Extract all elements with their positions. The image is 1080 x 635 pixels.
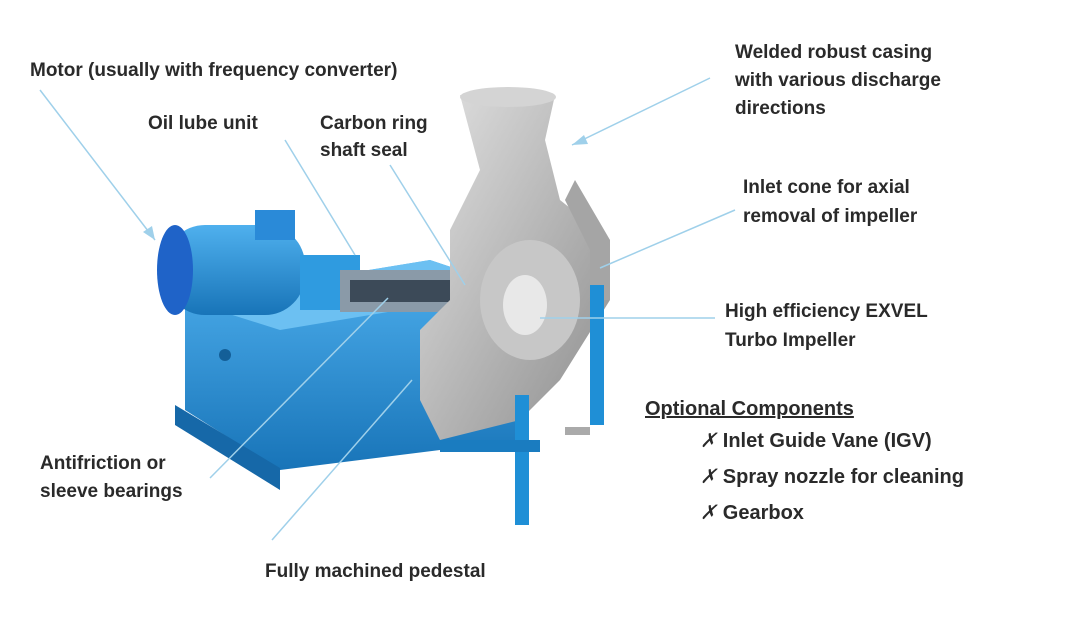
label-line: Carbon ring [320,113,428,134]
optional-components: Optional Components ✗Inlet Guide Vane (I… [645,396,964,531]
label-line: with various discharge [735,70,941,91]
label-line: removal of impeller [743,206,918,227]
optional-item-label: Inlet Guide Vane (IGV) [722,430,932,452]
x-mark-icon: ✗ [700,466,717,488]
label-pedestal: Fully machined pedestal [265,561,486,582]
leader-arrowheads [143,135,588,240]
motor [157,210,360,315]
label-line: High efficiency EXVEL [725,301,928,322]
optional-item: ✗Gearbox [645,495,964,531]
label-carbon-ring: Carbon ring shaft seal [320,110,428,164]
leader-lines [39,77,736,541]
label-line: shaft seal [320,140,408,161]
label-impeller: High efficiency EXVEL Turbo Impeller [725,297,928,355]
optional-item-label: Gearbox [722,502,804,524]
optional-item: ✗Spray nozzle for cleaning [645,459,964,495]
label-motor: Motor (usually with frequency converter) [30,60,398,81]
label-line: Antifriction or [40,453,166,474]
label-bearings: Antifriction or sleeve bearings [40,450,183,506]
label-line: Inlet cone for axial [743,177,910,198]
optional-item-label: Spray nozzle for cleaning [722,466,964,488]
label-line: directions [735,98,826,119]
label-line: sleeve bearings [40,481,183,502]
label-casing: Welded robust casing with various discha… [735,39,941,123]
optional-title: Optional Components [645,398,854,420]
x-mark-icon: ✗ [700,430,717,452]
fan-casing [420,87,610,440]
label-oil-lube-unit: Oil lube unit [148,113,258,134]
label-line: Welded robust casing [735,42,933,63]
x-mark-icon: ✗ [700,502,717,524]
label-line: Turbo Impeller [725,330,856,351]
label-inlet-cone: Inlet cone for axial removal of impeller [743,173,917,231]
optional-item: ✗Inlet Guide Vane (IGV) [645,423,964,459]
support-frame [440,285,604,525]
